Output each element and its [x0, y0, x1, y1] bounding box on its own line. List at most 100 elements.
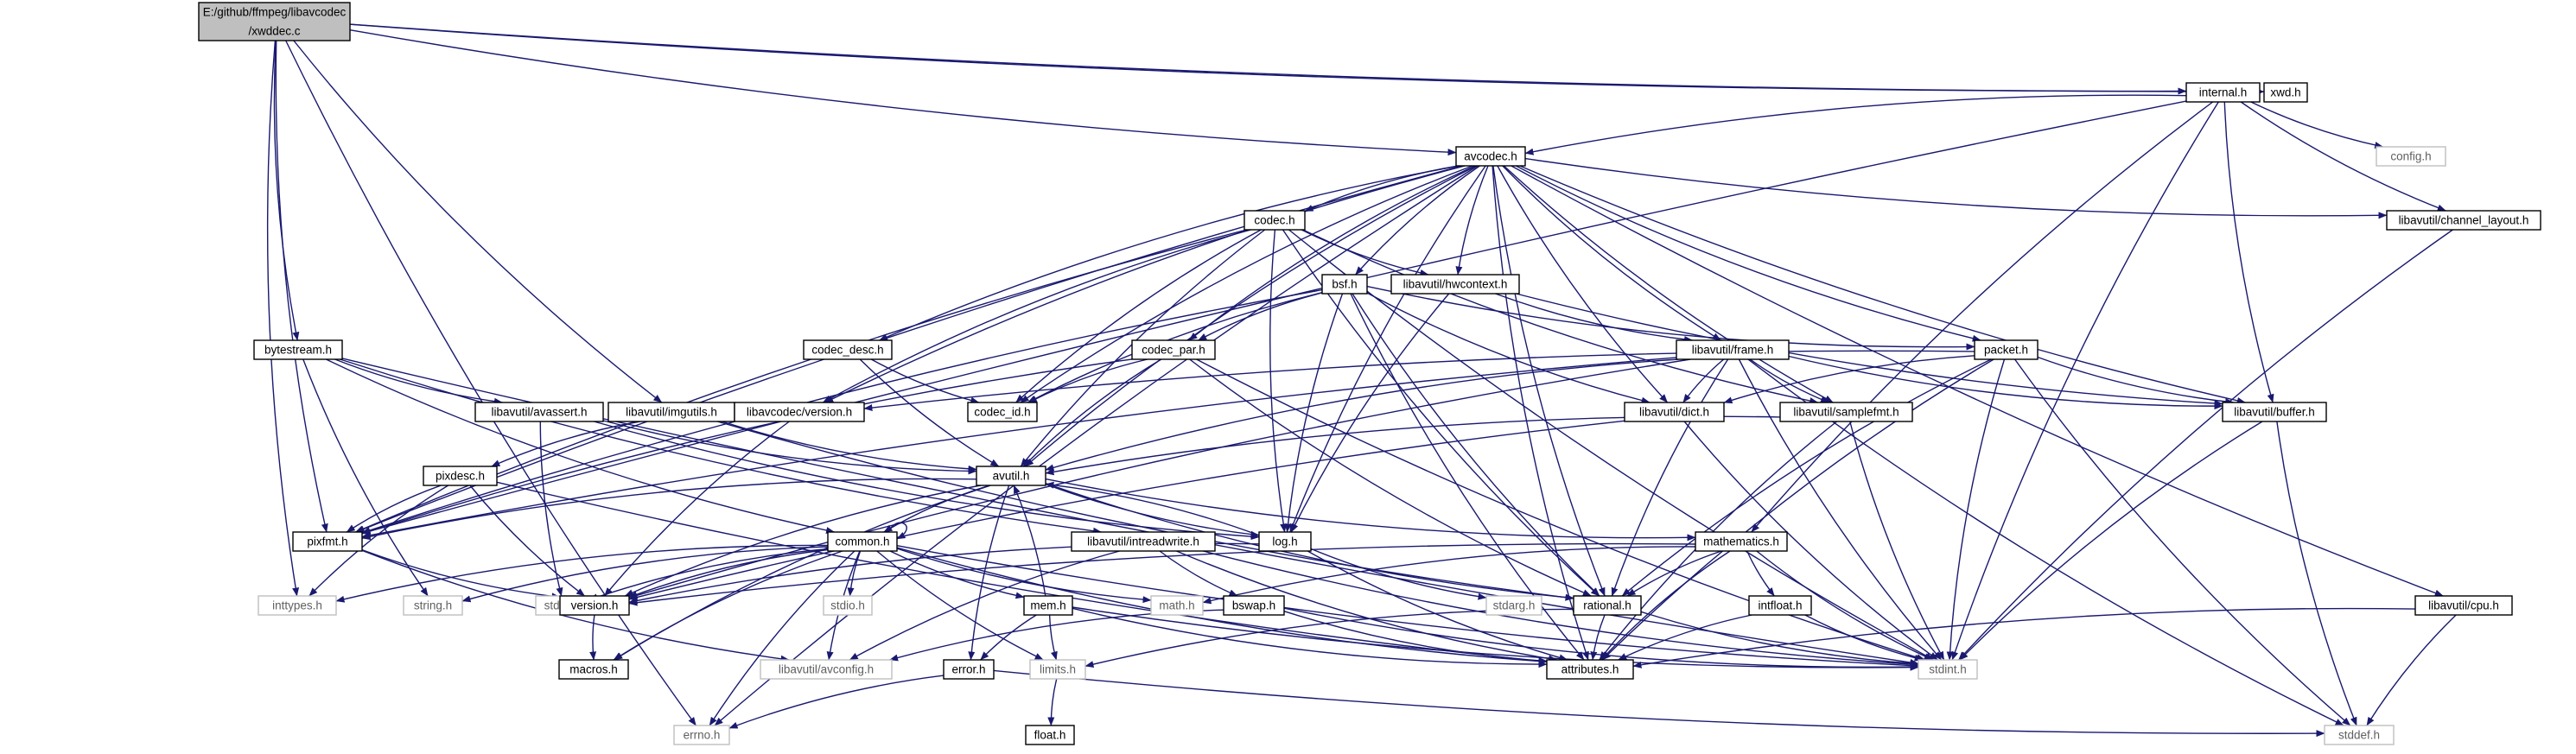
node-intfloat-h[interactable]: intfloat.h [1748, 595, 1812, 616]
edge-version-h-to-macros-h [589, 614, 597, 661]
node-stdint-h[interactable]: stdint.h [1918, 659, 1978, 680]
edge-mem-h-to-limits-h [1048, 614, 1058, 661]
edge-mathematics-h-to-attributes-h [1600, 550, 1731, 661]
node-internal-h[interactable]: internal.h [2185, 82, 2261, 103]
node-label: limits.h [1040, 663, 1076, 676]
node-bytestream-h[interactable]: bytestream.h [253, 339, 343, 360]
node-label: rational.h [1583, 599, 1631, 612]
edge-common-h-to-errno-h [709, 550, 855, 726]
edge-avcodec-h-to-lavc-version-h [824, 165, 1466, 403]
node-box [1974, 339, 2039, 360]
node-mathematics-h[interactable]: mathematics.h [1695, 531, 1788, 552]
node-avconfig-h[interactable]: libavutil/avconfig.h [760, 659, 893, 680]
node-label: mem.h [1030, 599, 1065, 612]
edge-mathematics-h-to-intfloat-h [1746, 550, 1775, 597]
node-bswap-h[interactable]: bswap.h [1223, 595, 1285, 616]
node-inttypes-h[interactable]: inttypes.h [258, 595, 337, 616]
node-lavc-version-h[interactable]: libavcodec/version.h [734, 402, 865, 422]
node-label: stddef.h [2338, 729, 2380, 742]
node-hwcontext-h[interactable]: libavutil/hwcontext.h [1390, 274, 1520, 295]
edge-frame-h-to-pixfmt-h [361, 357, 1677, 539]
node-bsf-h[interactable]: bsf.h [1321, 274, 1368, 295]
node-label: bytestream.h [264, 344, 332, 357]
node-pixdesc-h[interactable]: pixdesc.h [423, 466, 498, 486]
node-samplefmt-h[interactable]: libavutil/samplefmt.h [1779, 402, 1913, 422]
edge-packet-h-to-lavc-version-h [863, 350, 1975, 411]
node-limits-h[interactable]: limits.h [1029, 659, 1086, 680]
node-attributes-h[interactable]: attributes.h [1546, 659, 1634, 680]
edge-imgutils-h-to-avutil-h [722, 421, 977, 472]
edge-imgutils-h-to-rational-h [717, 421, 1574, 601]
node-box [823, 595, 873, 616]
node-box [2386, 210, 2541, 231]
node-rational-h[interactable]: rational.h [1573, 595, 1642, 616]
node-pixfmt-h[interactable]: pixfmt.h [292, 531, 363, 552]
node-string-h[interactable]: string.h [403, 595, 463, 616]
node-macros-h[interactable]: macros.h [558, 659, 629, 680]
node-label: libavutil/channel_layout.h [2399, 214, 2529, 227]
node-stddef-h[interactable]: stddef.h [2324, 725, 2395, 745]
node-box [423, 466, 498, 486]
node-cpu-h[interactable]: libavutil/cpu.h [2414, 595, 2513, 616]
node-root[interactable]: E:/github/ffmpeg/libavcodec/xwddec.c [198, 2, 351, 41]
node-common-h[interactable]: common.h [827, 531, 898, 552]
node-avcodec-h[interactable]: avcodec.h [1455, 146, 1526, 167]
edge-mathematics-h-to-version-h [628, 542, 1696, 606]
node-float-h[interactable]: float.h [1025, 725, 1075, 745]
edge-avutil-h-to-pixfmt-h [361, 478, 977, 541]
node-codec-desc-h[interactable]: codec_desc.h [803, 339, 893, 360]
node-label: /xwddec.c [248, 25, 300, 38]
node-label: libavutil/intreadwrite.h [1087, 535, 1199, 548]
node-buffer-h[interactable]: libavutil/buffer.h [2222, 402, 2327, 422]
edge-error-h-to-stddef-h [993, 669, 2325, 738]
node-log-h[interactable]: log.h [1258, 531, 1312, 552]
edge-internal-h-to-channel-layout-h [2240, 101, 2446, 212]
node-box [1243, 210, 1306, 231]
edge-frame-h-to-stdint-h [1738, 358, 1943, 661]
node-avassert-h[interactable]: libavutil/avassert.h [474, 402, 604, 422]
node-math-h[interactable]: math.h [1150, 595, 1204, 616]
node-error-h[interactable]: error.h [943, 659, 995, 680]
node-label: codec_desc.h [811, 344, 883, 357]
node-codec-id-h[interactable]: codec_id.h [967, 402, 1038, 422]
edge-frame-h-to-buffer-h [1788, 355, 2223, 410]
node-label: config.h [2390, 150, 2431, 163]
node-label: inttypes.h [272, 599, 322, 612]
node-codec-h[interactable]: codec.h [1243, 210, 1306, 231]
node-intreadwrite-h[interactable]: libavutil/intreadwrite.h [1071, 531, 1216, 552]
node-xwd-h[interactable]: xwd.h [2263, 82, 2308, 103]
node-codec-par-h[interactable]: codec_par.h [1131, 339, 1216, 360]
edge-avassert-h-to-stdlib-h [539, 421, 563, 597]
node-errno-h[interactable]: errno.h [673, 725, 730, 745]
node-stdarg-h[interactable]: stdarg.h [1485, 595, 1542, 616]
edge-bswap-h-to-avconfig-h [889, 609, 1224, 662]
edge-codec-h-to-log-h [1269, 229, 1288, 533]
edge-avutil-h-to-mathematics-h [1045, 478, 1696, 542]
node-packet-h[interactable]: packet.h [1974, 339, 2039, 360]
node-avutil-h[interactable]: avutil.h [976, 466, 1046, 486]
node-stdio-h[interactable]: stdio.h [823, 595, 873, 616]
node-version-h[interactable]: version.h [559, 595, 630, 616]
edge-packet-h-to-stdint-h [1946, 358, 2006, 661]
edge-avutil-h-to-version-h [624, 485, 981, 597]
node-label: pixdesc.h [436, 470, 485, 483]
edge-internal-h-to-stdint-h [1951, 101, 2219, 661]
edge-avcodec-h-to-rational-h [1492, 165, 1606, 597]
edge-codec-par-h-to-rational-h [1189, 358, 1592, 597]
edge-codec-h-to-stdint-h [1288, 229, 1934, 661]
edge-avcodec-h-to-channel-layout-h [1524, 157, 2388, 219]
node-box [2263, 82, 2308, 103]
node-label: packet.h [1984, 344, 2028, 357]
node-label: internal.h [2199, 86, 2248, 99]
node-config-h[interactable]: config.h [2376, 146, 2446, 167]
edge-bswap-h-to-stdint-h [1283, 607, 1919, 671]
node-mem-h[interactable]: mem.h [1023, 595, 1073, 616]
node-dict-h[interactable]: libavutil/dict.h [1624, 402, 1725, 422]
node-label: avcodec.h [1464, 150, 1517, 163]
node-channel-layout-h[interactable]: libavutil/channel_layout.h [2386, 210, 2541, 231]
edge-root-to-internal-h [349, 23, 2187, 95]
edge-intreadwrite-h-to-avconfig-h [849, 550, 1120, 661]
edge-bytestream-h-to-avassert-h [334, 358, 503, 405]
node-imgutils-h[interactable]: libavutil/imgutils.h [607, 402, 735, 422]
node-frame-h[interactable]: libavutil/frame.h [1676, 339, 1790, 360]
